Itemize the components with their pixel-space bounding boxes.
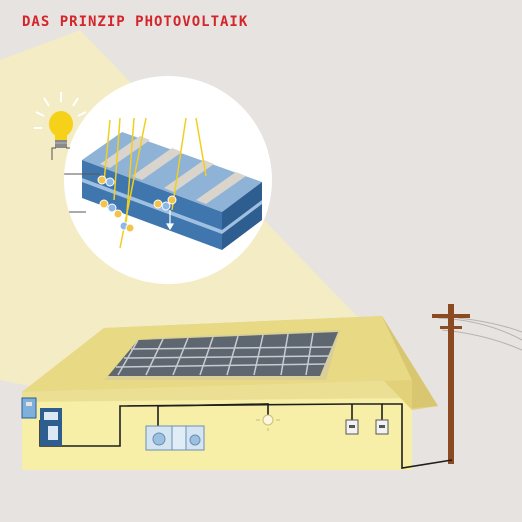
house-wall-shade bbox=[22, 380, 412, 402]
solar-panel bbox=[104, 330, 340, 380]
power-socket-icon bbox=[345, 419, 389, 435]
bulb-wire bbox=[51, 147, 70, 160]
house-wall bbox=[22, 380, 412, 470]
meter-icon bbox=[40, 408, 62, 446]
electron-icon bbox=[97, 175, 177, 233]
page-title: DAS PRINZIP PHOTOVOLTAIK bbox=[22, 14, 249, 30]
ceiling-lamp-icon bbox=[256, 414, 280, 431]
current-arrows bbox=[101, 210, 175, 237]
utility-pole-icon bbox=[432, 304, 470, 464]
inverter-icon bbox=[21, 397, 37, 419]
appliances bbox=[145, 425, 205, 451]
contact-strips bbox=[100, 136, 246, 204]
ground bbox=[0, 470, 522, 522]
solar-cell-detail bbox=[64, 117, 262, 250]
sun-rays bbox=[103, 117, 207, 249]
roof-gable bbox=[382, 316, 438, 408]
light-bulb-icon bbox=[34, 92, 88, 148]
